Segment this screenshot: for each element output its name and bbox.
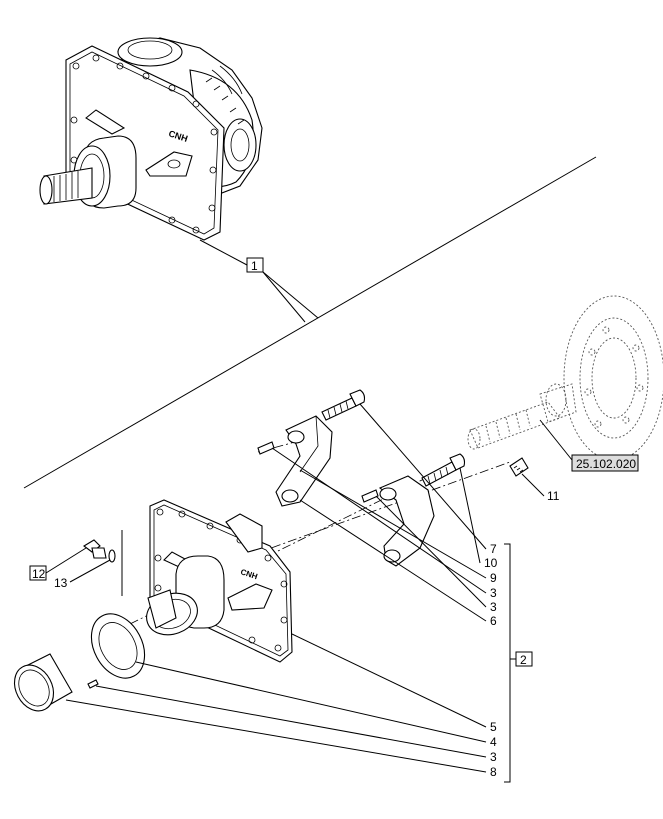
- leader-3a: [271, 447, 487, 594]
- callout-label-12: 12: [32, 567, 46, 581]
- callout-label-3a[interactable]: 3: [490, 586, 497, 600]
- axle-housing-assembly: CNH: [39, 37, 263, 241]
- callout-label-7[interactable]: 7: [490, 542, 497, 556]
- sleeve-cup: [13, 653, 73, 712]
- leader-3b: [375, 495, 487, 608]
- leader-1b: [262, 271, 306, 323]
- leader-3c: [95, 685, 487, 758]
- bearing-cap-left: [275, 415, 333, 507]
- callout-label-2: 2: [520, 653, 527, 667]
- reference-callout[interactable]: 25.102.020: [571, 454, 639, 472]
- leader-8: [65, 699, 487, 773]
- callout-label-4[interactable]: 4: [490, 735, 497, 749]
- leader-7: [359, 403, 487, 550]
- callout-label-6[interactable]: 6: [490, 614, 497, 628]
- callout-label-10[interactable]: 10: [484, 556, 498, 570]
- leader-1c: [262, 271, 319, 319]
- callout-label-3b[interactable]: 3: [490, 600, 497, 614]
- bolt-lower: [421, 453, 466, 487]
- pin-left: [257, 441, 275, 455]
- callout-label-9[interactable]: 9: [490, 571, 497, 585]
- leader-13: [69, 559, 111, 583]
- bearing-cap-right: [378, 475, 435, 567]
- leader-4: [135, 661, 487, 743]
- bolt-upper: [321, 389, 366, 421]
- callout-label-1: 1: [251, 259, 258, 273]
- leader-6: [299, 499, 487, 622]
- leader-5: [291, 633, 487, 728]
- breather-plug: [83, 539, 116, 563]
- leader-10: [459, 467, 481, 564]
- shim-ring: [90, 613, 146, 679]
- callout-label-3c[interactable]: 3: [490, 750, 497, 764]
- callout-label-5[interactable]: 5: [490, 720, 497, 734]
- group-bracket-2: [504, 543, 511, 783]
- axis-line-c: [159, 461, 511, 589]
- callout-label-13[interactable]: 13: [54, 576, 68, 590]
- leader-1a: [199, 239, 248, 266]
- leader-ref: [539, 419, 573, 461]
- callout-2[interactable]: 2: [515, 651, 533, 667]
- ring-gear-reference: [563, 295, 663, 461]
- reference-label: 25.102.020: [576, 457, 636, 471]
- section-divider-line: [23, 156, 597, 489]
- pin-small: [87, 679, 99, 689]
- pinion-shaft-reference: [467, 383, 577, 450]
- leader-11: [521, 473, 545, 497]
- callout-12[interactable]: 12: [29, 565, 47, 581]
- leader-12: [45, 547, 87, 574]
- stud-11: [509, 457, 529, 477]
- callout-label-8[interactable]: 8: [490, 765, 497, 779]
- pin-right: [361, 489, 379, 503]
- flange-housing: CNH: [146, 499, 293, 663]
- callout-label-11[interactable]: 11: [547, 489, 560, 503]
- callout-1[interactable]: 1: [246, 257, 264, 273]
